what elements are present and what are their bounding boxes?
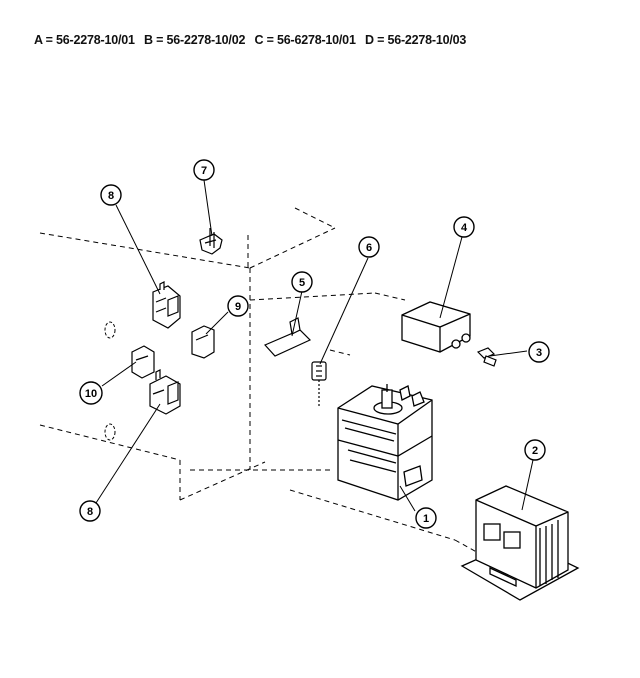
part-1-magnetron <box>337 384 433 501</box>
part-7-thermostat <box>199 228 223 255</box>
callout-4: 4 <box>461 222 468 234</box>
callout-10: 10 <box>85 388 97 400</box>
part-4-capacitor <box>401 301 471 353</box>
part-3-screw <box>476 347 497 367</box>
part-8-switch-top <box>152 281 181 329</box>
part-9-cover <box>191 325 215 359</box>
callout-8-top: 8 <box>108 190 114 202</box>
part-2-transformer <box>460 485 580 601</box>
mounting-holes <box>104 321 116 441</box>
cabinet-outline <box>39 207 526 581</box>
callout-8-bottom: 8 <box>87 506 93 518</box>
part-10-actuator <box>131 345 155 379</box>
part-6-diode <box>311 361 327 408</box>
part-5-bracket <box>263 317 312 357</box>
model-d-label: D = 56-2278-10/03 <box>364 33 467 47</box>
model-c-label: C = 56-6278-10/01 <box>254 33 356 47</box>
callout-6: 6 <box>366 242 372 254</box>
callout-3: 3 <box>536 347 542 359</box>
model-legend: A = 56-2278-10/01 B = 56-2278-10/02 C = … <box>34 33 472 47</box>
callout-circles <box>79 159 550 529</box>
model-a-label: A = 56-2278-10/01 <box>34 33 135 47</box>
callout-9: 9 <box>235 301 241 313</box>
callout-2: 2 <box>532 445 538 457</box>
callout-leaders <box>95 179 534 512</box>
callout-5: 5 <box>299 277 305 289</box>
part-8-switch-bottom <box>149 369 181 415</box>
callout-1: 1 <box>423 513 429 525</box>
model-b-label: B = 56-2278-10/02 <box>144 33 246 47</box>
callout-7: 7 <box>201 165 207 177</box>
